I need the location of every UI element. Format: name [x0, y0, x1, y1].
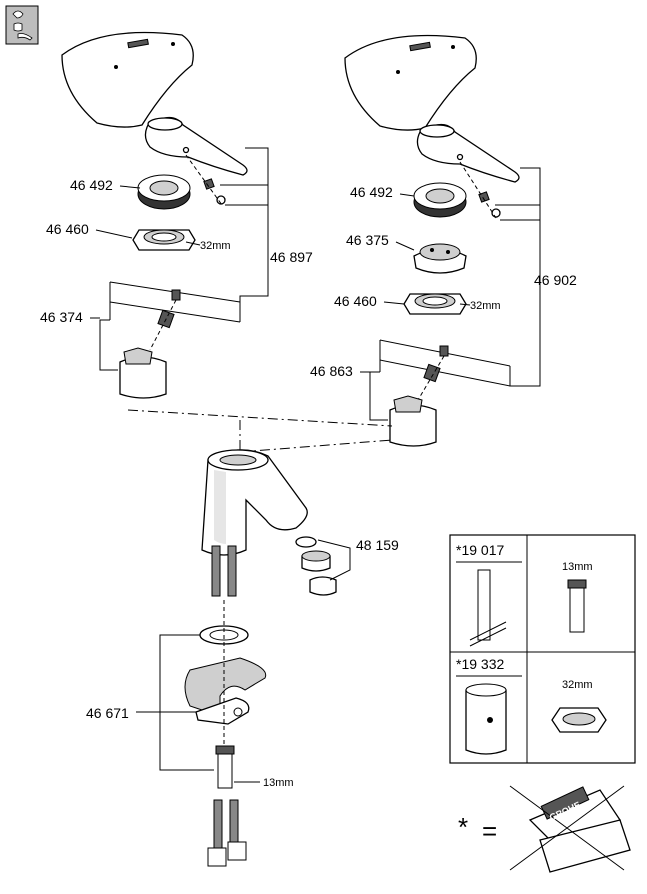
left-cap-46492: [137, 174, 191, 210]
faucet-body: [201, 449, 308, 556]
label-mounting: 46 671: [86, 705, 129, 721]
label-aerator: 48 159: [356, 537, 399, 553]
center-line-left: [127, 409, 393, 427]
label-right-cap: 46 492: [350, 184, 393, 200]
label-mount-size: 13mm: [263, 777, 294, 789]
label-left-nut: 46 460: [46, 221, 89, 237]
left-nut-46460: [132, 229, 196, 251]
label-right-handle-kit: 46 902: [534, 272, 577, 288]
faucet-type-icon: [5, 5, 39, 45]
footer-asterisk: *: [458, 812, 468, 842]
label-left-nut-size: 32mm: [200, 240, 231, 252]
mounting-set-46671: [159, 600, 267, 789]
right-cartridge-46863: [369, 339, 511, 447]
tools-table: [449, 534, 636, 764]
tool1-number: *19 017: [456, 542, 504, 558]
label-left-cartridge: 46 374: [40, 309, 83, 325]
tool1-size: 13mm: [562, 561, 593, 573]
grohe-tool-box-icon: [528, 786, 631, 873]
socket-13mm-icon: [567, 579, 587, 633]
tool2-size: 32mm: [562, 679, 593, 691]
left-cartridge-46374: [99, 281, 241, 399]
left-lever-cover: [61, 31, 194, 128]
tool2-number: *19 332: [456, 656, 504, 672]
right-nut-46460: [403, 293, 467, 315]
label-right-cartridge: 46 863: [310, 363, 353, 379]
left-lever-handle: [144, 116, 248, 176]
right-ring-46375: [413, 243, 467, 274]
right-cap-46492: [413, 182, 467, 218]
socket-tube-icon: [465, 683, 507, 755]
right-screw: [459, 161, 501, 219]
footer-equals: =: [482, 816, 497, 846]
label-left-cap: 46 492: [70, 177, 113, 193]
left-bracket-46897: [220, 147, 269, 322]
right-bracket-46902: [495, 167, 541, 387]
right-lever-handle: [416, 123, 520, 183]
label-right-nut-size: 32mm: [470, 300, 501, 312]
tools-not-included-note: [509, 785, 631, 873]
label-right-ring: 46 375: [346, 232, 389, 248]
label-right-nut: 46 460: [334, 293, 377, 309]
right-lever-cover: [344, 34, 477, 131]
key-wrench-icon: [469, 569, 507, 647]
label-left-handle-kit: 46 897: [270, 249, 313, 265]
left-screw: [185, 154, 226, 206]
center-line-right: [239, 439, 393, 453]
nut-32mm-icon: [551, 707, 607, 733]
cross-line-2: [509, 785, 625, 871]
supply-hoses-lower: [207, 799, 247, 867]
supply-hoses-upper: [211, 545, 237, 597]
aerator-48159: [295, 536, 351, 596]
